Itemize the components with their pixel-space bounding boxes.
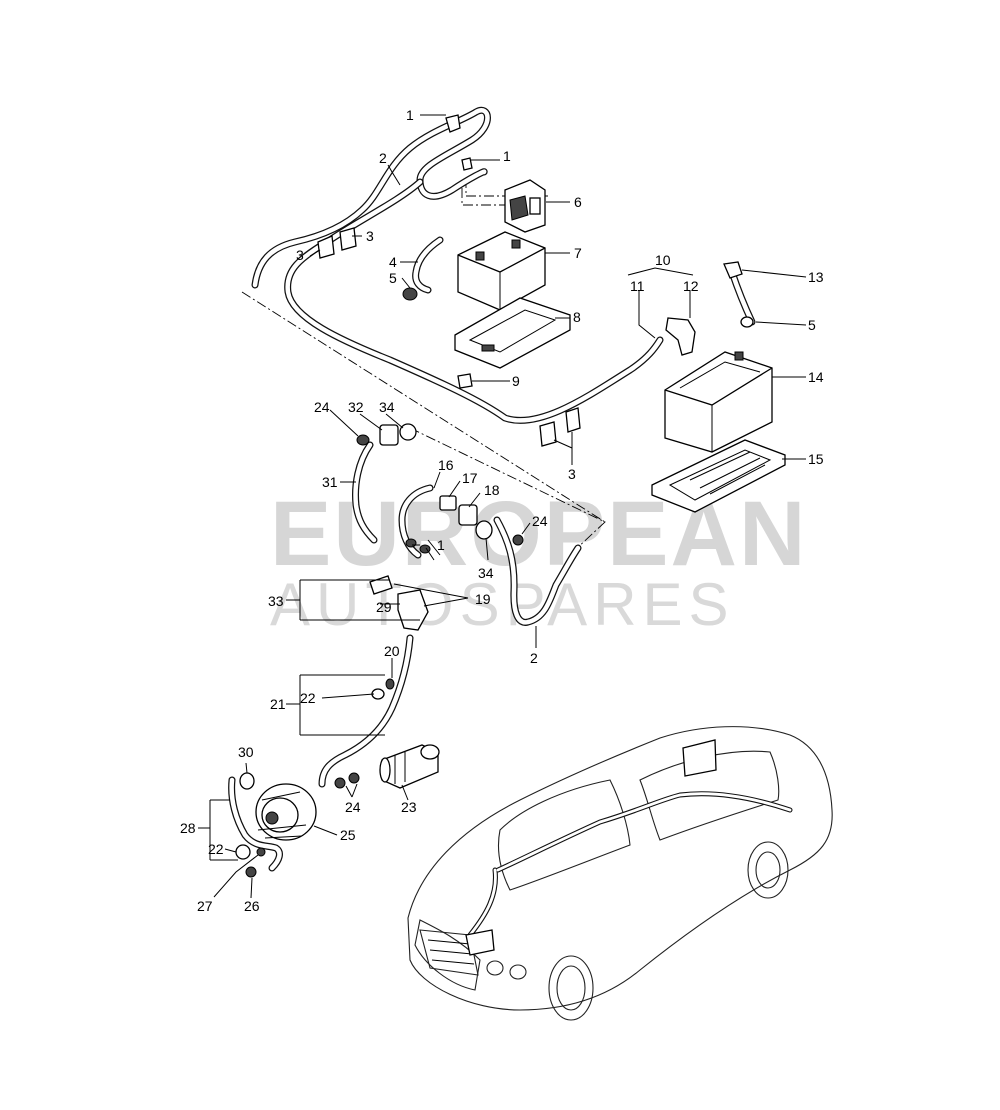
callout-label: 6 — [574, 194, 582, 210]
callout-label: 10 — [655, 252, 671, 268]
battery-tray-small — [454, 297, 571, 369]
battery-cable-lower — [493, 516, 582, 626]
leader-lines — [198, 114, 807, 899]
callout-label: 3 — [366, 228, 374, 244]
terminal-13 — [723, 261, 743, 279]
cable-31 — [352, 441, 378, 544]
callout-label: 23 — [401, 799, 417, 815]
callout-label: 15 — [808, 451, 824, 467]
callout-label: 11 — [630, 278, 645, 294]
callout-label: 17 — [462, 470, 478, 486]
callout-label: 12 — [683, 278, 699, 294]
watermark-line2: AUTOSPARES — [270, 571, 735, 638]
cable-21 — [318, 634, 414, 788]
callout-label: 24 — [314, 399, 330, 415]
callout-label: 27 — [197, 898, 213, 914]
callout-label: 34 — [478, 565, 494, 581]
car-illustration — [407, 726, 833, 1021]
callout-label: 14 — [808, 369, 824, 385]
callout-label: 25 — [340, 827, 356, 843]
callout-label: 4 — [389, 254, 397, 270]
callout-label: 1 — [406, 107, 414, 123]
callout-label: 19 — [475, 591, 491, 607]
callout-label: 9 — [512, 373, 520, 389]
callout-label: 33 — [268, 593, 284, 609]
watermark-line1: EUROPEAN — [270, 483, 807, 585]
cable-13 — [728, 268, 756, 326]
callout-label: 22 — [208, 841, 224, 857]
battery-large — [664, 351, 773, 453]
callout-label: 5 — [808, 317, 816, 333]
callout-label: 5 — [389, 270, 397, 286]
cable-4 — [412, 236, 444, 294]
callout-label: 8 — [573, 309, 581, 325]
alternator — [255, 783, 317, 841]
callout-label: 7 — [574, 245, 582, 261]
callout-labels: 1 2 1 6 3 3 7 4 5 10 13 11 12 8 5 9 14 2… — [180, 107, 824, 914]
callout-label: 22 — [300, 690, 316, 706]
small-fasteners — [235, 114, 754, 878]
cable-28 — [228, 776, 283, 872]
callout-label: 3 — [568, 466, 576, 482]
callout-label: 29 — [376, 599, 392, 615]
callout-label: 24 — [532, 513, 548, 529]
callout-label: 32 — [348, 399, 364, 415]
callout-label: 30 — [238, 744, 254, 760]
callout-label: 13 — [808, 269, 824, 285]
callout-label: 1 — [503, 148, 511, 164]
callout-label: 26 — [244, 898, 260, 914]
battery-small — [457, 231, 546, 311]
starter-motor — [379, 744, 440, 789]
callout-label: 24 — [345, 799, 361, 815]
callout-label: 28 — [180, 820, 196, 836]
callout-label: 1 — [437, 537, 445, 553]
callout-label: 31 — [322, 474, 338, 490]
battery-tray-large — [651, 439, 786, 513]
relay-box — [504, 179, 546, 233]
callout-label: 21 — [270, 696, 286, 712]
callout-label: 34 — [379, 399, 395, 415]
callout-label: 2 — [530, 650, 538, 666]
callout-label: 16 — [438, 457, 454, 473]
callout-label: 18 — [484, 482, 500, 498]
callout-label: 3 — [296, 247, 304, 263]
callout-label: 2 — [379, 150, 387, 166]
clip-12 — [665, 317, 696, 356]
callout-label: 20 — [384, 643, 400, 659]
